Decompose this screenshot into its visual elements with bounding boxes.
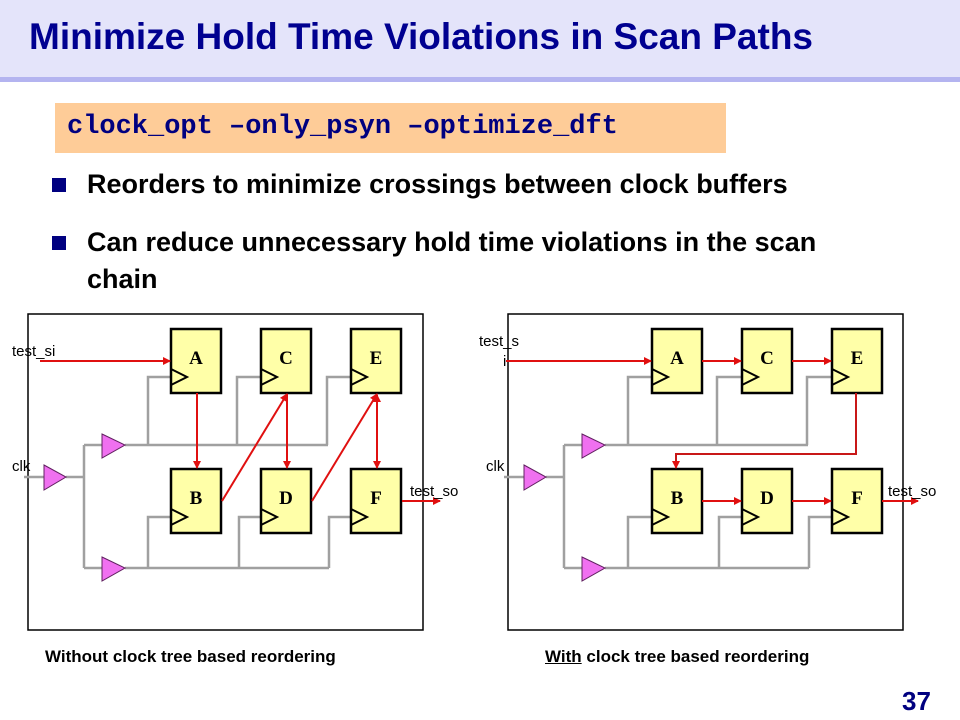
scan-path <box>40 357 441 505</box>
command-text: clock_opt –only_psyn –optimize_dft <box>67 112 618 142</box>
caption-rest: clock tree based reordering <box>581 647 810 666</box>
bullet-icon <box>52 178 66 192</box>
flop-label: E <box>370 348 383 369</box>
caption-right: With clock tree based reordering <box>545 647 809 667</box>
test-si-label: test_s <box>479 333 519 350</box>
flop-label: E <box>851 348 864 369</box>
test-so-label: test_so <box>410 483 458 500</box>
flop-label: F <box>370 488 382 509</box>
scan-path <box>506 357 919 505</box>
title-bar: Minimize Hold Time Violations in Scan Pa… <box>0 0 960 82</box>
test-si-label: test_si <box>12 343 55 360</box>
command-box: clock_opt –only_psyn –optimize_dft <box>55 103 726 153</box>
flop-label: A <box>189 348 203 369</box>
caption-left: Without clock tree based reordering <box>45 647 336 666</box>
clk-label: clk <box>486 458 505 475</box>
flop-label: A <box>670 348 684 369</box>
flop-label: D <box>279 488 293 509</box>
clk-label: clk <box>12 458 31 475</box>
flop-label: B <box>671 488 684 509</box>
flop-label: C <box>279 348 293 369</box>
diagram-left: A C E B D F test_si clk test_so <box>12 313 458 631</box>
diagram-frame <box>27 313 424 631</box>
flop-label: F <box>851 488 863 509</box>
diagram-frame <box>507 313 904 631</box>
diagram-right: A C E B D F test_s i clk test_so <box>479 313 936 631</box>
bullet-icon <box>52 236 66 250</box>
slide-title: Minimize Hold Time Violations in Scan Pa… <box>29 16 814 57</box>
test-so-label: test_so <box>888 483 936 500</box>
flop-label: B <box>190 488 203 509</box>
caption-emphasis: With <box>545 647 582 666</box>
flop-label: D <box>760 488 774 509</box>
test-si-label-wrap: i <box>503 353 506 370</box>
flop-label: C <box>760 348 774 369</box>
bullet-1: Reorders to minimize crossings between c… <box>87 169 788 199</box>
bullet-2: Can reduce unnecessary hold time violati… <box>87 227 817 294</box>
page-number: 37 <box>902 686 931 716</box>
